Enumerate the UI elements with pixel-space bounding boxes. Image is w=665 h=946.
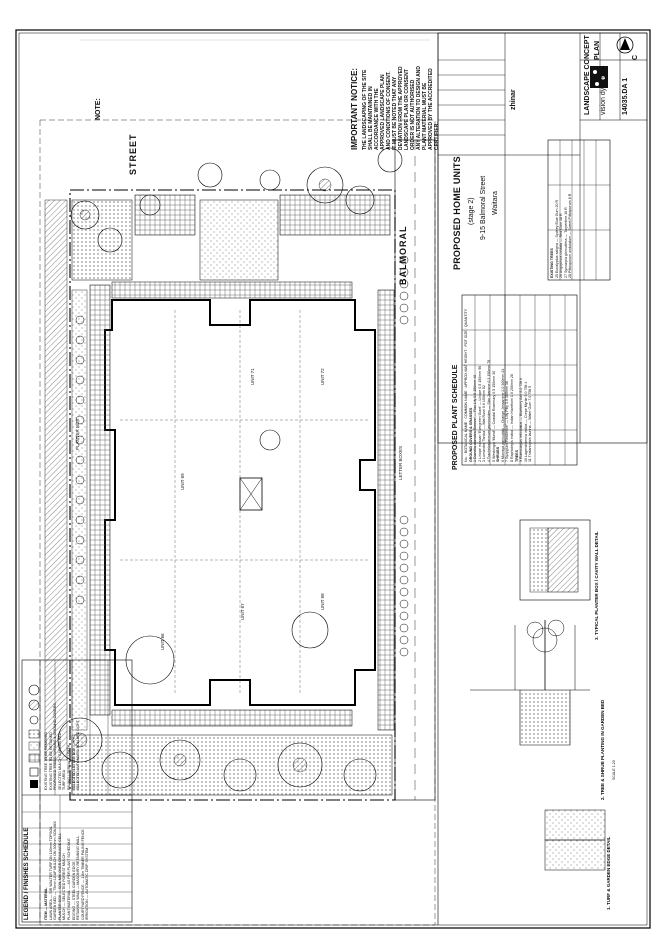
legend-heading: LEGEND / FINISHES SCHEDULE [24,827,30,920]
detail-scale: SCALE 1:20 [612,760,616,780]
project-title: PROPOSED HOME UNITS [452,156,462,270]
unit-label: UNIT 66 [160,633,165,650]
plant-schedule-table: No. · BOTANICAL NAME · COMMON NAME · APP… [464,309,533,462]
unit-label: UNIT 71 [250,368,255,385]
notice-heading: IMPORTANT NOTICE: [350,67,359,150]
notice-body: THE LANDSCAPING OF THE SITE SHALL BE MAI… [362,66,440,150]
planter-box-label: PLANTER BOX [75,418,80,450]
unit-label: UNIT 67 [240,603,245,620]
materials-table: ITEM — MATERIAL LAWN AREA — SIR WALTER T… [44,821,90,920]
designer-name: vision dynamics [600,65,607,115]
drawing-title-1: LANDSCAPE CONCEPT [584,35,591,115]
legend-item: SELECTED AUTOMATIC BOLLARD LIGHT [76,720,81,790]
street-label: STREET [128,133,138,175]
table-row: IRRIGATION — AUTOMATIC DRIP SYSTEM [85,847,90,920]
project-stage: (stage 2) [468,197,475,225]
unit-label: UNIT 69 [180,473,185,490]
project-address-street: 9-15 Balmoral Street [480,175,487,240]
client-logo: zhinar [510,89,517,110]
existing-trees-table: EXISTING TREES 25 Eucalyptus saligna — S… [550,194,573,278]
street-name: BALMORAL [398,225,408,286]
notice-line: CERTIFIER. [434,122,440,150]
plant-schedule-heading: PROPOSED PLANT SCHEDULE [452,364,459,470]
revision-letter: C [632,54,639,60]
schedule-header: No. · BOTANICAL NAME · COMMON NAME · APP… [464,308,468,462]
drawing-number: 14035.DA 1 [622,77,629,115]
unit-label: UNIT 72 [320,368,325,385]
table-row: 28 Pittosporum undulatum — Sweet Pittosp… [568,193,573,278]
unit-label: UNIT 68 [320,593,325,610]
notes-heading: NOTE: [95,98,102,120]
project-address-suburb: Waitara [492,191,499,215]
detail-caption: 2. TREE & SHRUB PLANTING IN GARDEN BED [600,699,605,800]
detail-caption: 3. TYPICAL PLANTER BOX / CAVITY WALL DET… [594,531,599,640]
drawing-title-2: PLAN [594,40,601,60]
detail-caption: 1. TURF & GARDEN EDGE DETAIL [606,836,611,910]
table-row: 11 Tristaniopsis laurina — Water Gum 7.0… [528,385,533,462]
legend-items: EXISTING TREE TO BE REMOVED EXISTING TRE… [44,703,81,790]
letter-boxes-label: LETTER BOXES [398,445,403,480]
